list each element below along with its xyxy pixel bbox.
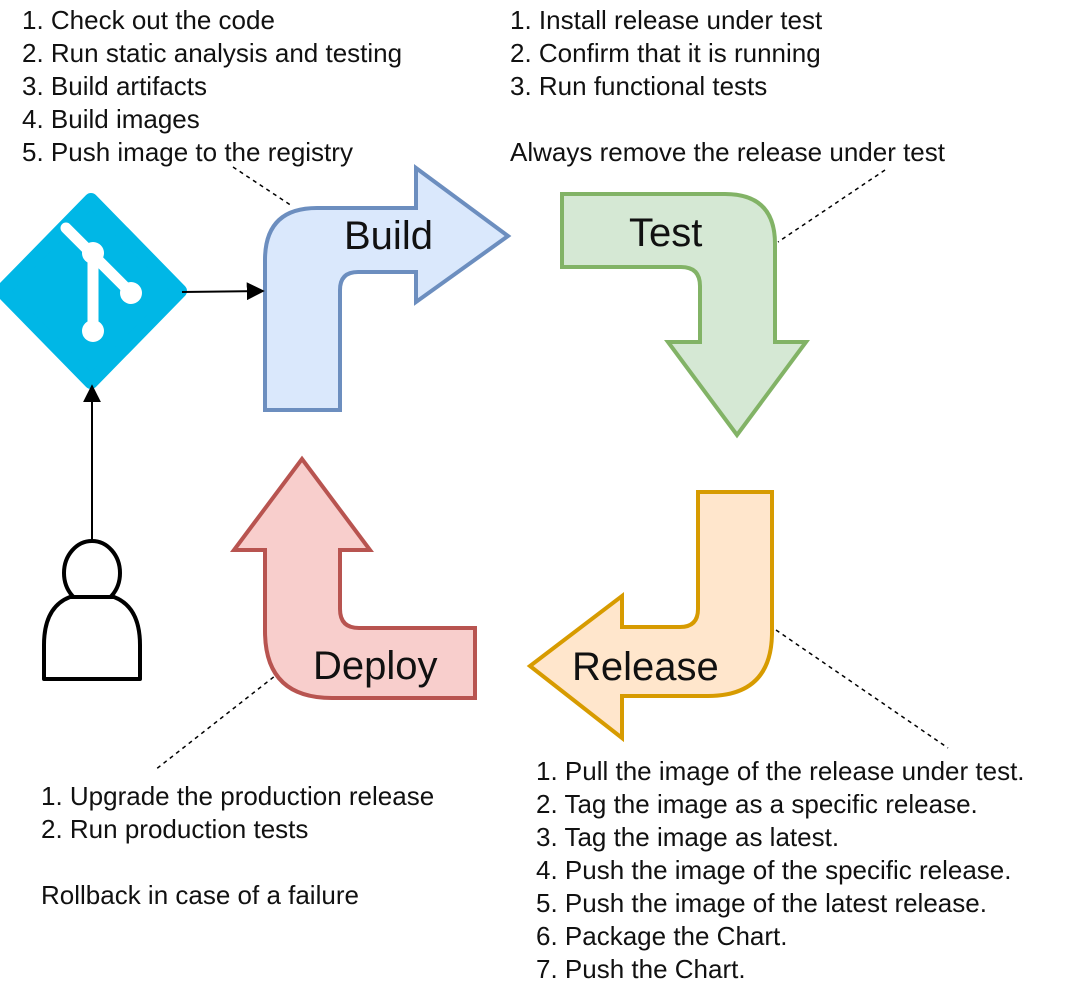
build-stage-label: Build [344, 214, 433, 258]
build-note-connector [232, 166, 293, 207]
note-spacer [41, 846, 434, 879]
release-notes: 1. Pull the image of the release under t… [536, 755, 1025, 986]
deploy-note-footer: Rollback in case of a failure [41, 880, 359, 910]
release-stage-label: Release [572, 645, 719, 689]
build-note-step: 4. Build images [22, 104, 200, 134]
deploy-note-connector [154, 671, 281, 771]
deploy-note-step: 2. Run production tests [41, 814, 309, 844]
test-notes: 1. Install release under test 2. Confirm… [510, 4, 945, 169]
build-stage-arrow [263, 164, 512, 412]
test-note-step: 2. Confirm that it is running [510, 38, 821, 68]
deploy-notes: 1. Upgrade the production release 2. Run… [41, 780, 434, 912]
user-icon [42, 539, 142, 681]
git-logo-icon [0, 193, 187, 389]
release-note-step: 4. Push the image of the specific releas… [536, 855, 1012, 885]
release-note-step: 7. Push the Chart. [536, 954, 746, 984]
build-note-step: 5. Push image to the registry [22, 137, 353, 167]
release-note-step: 1. Pull the image of the release under t… [536, 756, 1025, 786]
test-note-step: 1. Install release under test [510, 5, 823, 35]
git-to-build-arrow [181, 282, 265, 301]
build-notes: 1. Check out the code 2. Run static anal… [22, 4, 402, 169]
test-note-connector [777, 169, 886, 243]
test-stage-arrow [560, 192, 810, 439]
release-note-step: 6. Package the Chart. [536, 921, 788, 951]
release-stage-arrow [526, 490, 774, 743]
release-note-connector [775, 629, 949, 749]
release-note-step: 3. Tag the image as latest. [536, 822, 840, 852]
build-note-step: 3. Build artifacts [22, 71, 207, 101]
deploy-note-step: 1. Upgrade the production release [41, 781, 435, 811]
test-stage-label: Test [629, 211, 702, 255]
test-note-footer: Always remove the release under test [510, 137, 945, 167]
release-note-step: 5. Push the image of the latest release. [536, 888, 987, 918]
deploy-stage-arrow [230, 455, 477, 700]
note-spacer [510, 103, 945, 136]
deploy-stage-label: Deploy [313, 644, 438, 688]
release-note-step: 2. Tag the image as a specific release. [536, 789, 978, 819]
build-note-step: 2. Run static analysis and testing [22, 38, 403, 68]
build-note-step: 1. Check out the code [22, 5, 275, 35]
test-note-step: 3. Run functional tests [510, 71, 768, 101]
